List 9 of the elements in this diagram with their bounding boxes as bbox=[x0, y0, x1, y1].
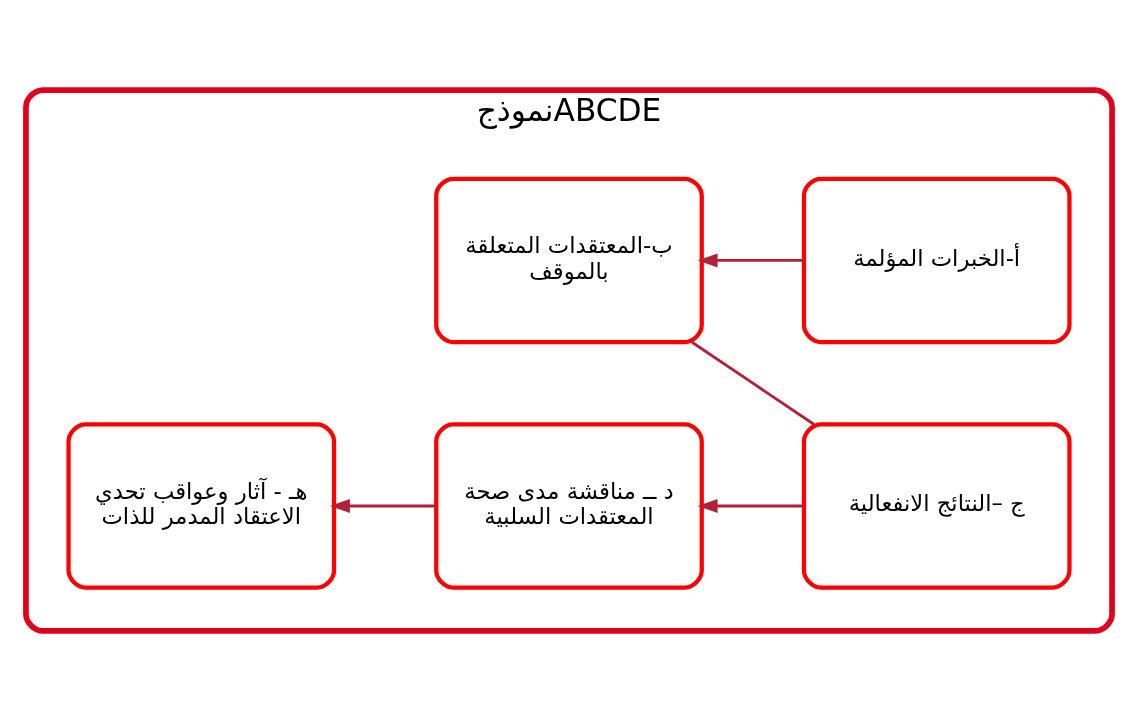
node-box: هـ - آثار وعواقب تحدي الاعتقاد المدمر للذات bbox=[66, 421, 337, 590]
connector bbox=[691, 340, 815, 425]
node-box: ب-المعتقدات المتعلقة بالموقف bbox=[434, 176, 704, 344]
arrow bbox=[697, 498, 804, 513]
arrow bbox=[697, 252, 804, 267]
node-box: د ــ مناقشة مدى صحة المعتقدات السلبية bbox=[434, 421, 704, 590]
node-box: ج –النتائج الانفعالية bbox=[801, 421, 1072, 590]
node-box: أ-الخبرات المؤلمة bbox=[801, 176, 1072, 344]
arrow bbox=[329, 498, 436, 513]
